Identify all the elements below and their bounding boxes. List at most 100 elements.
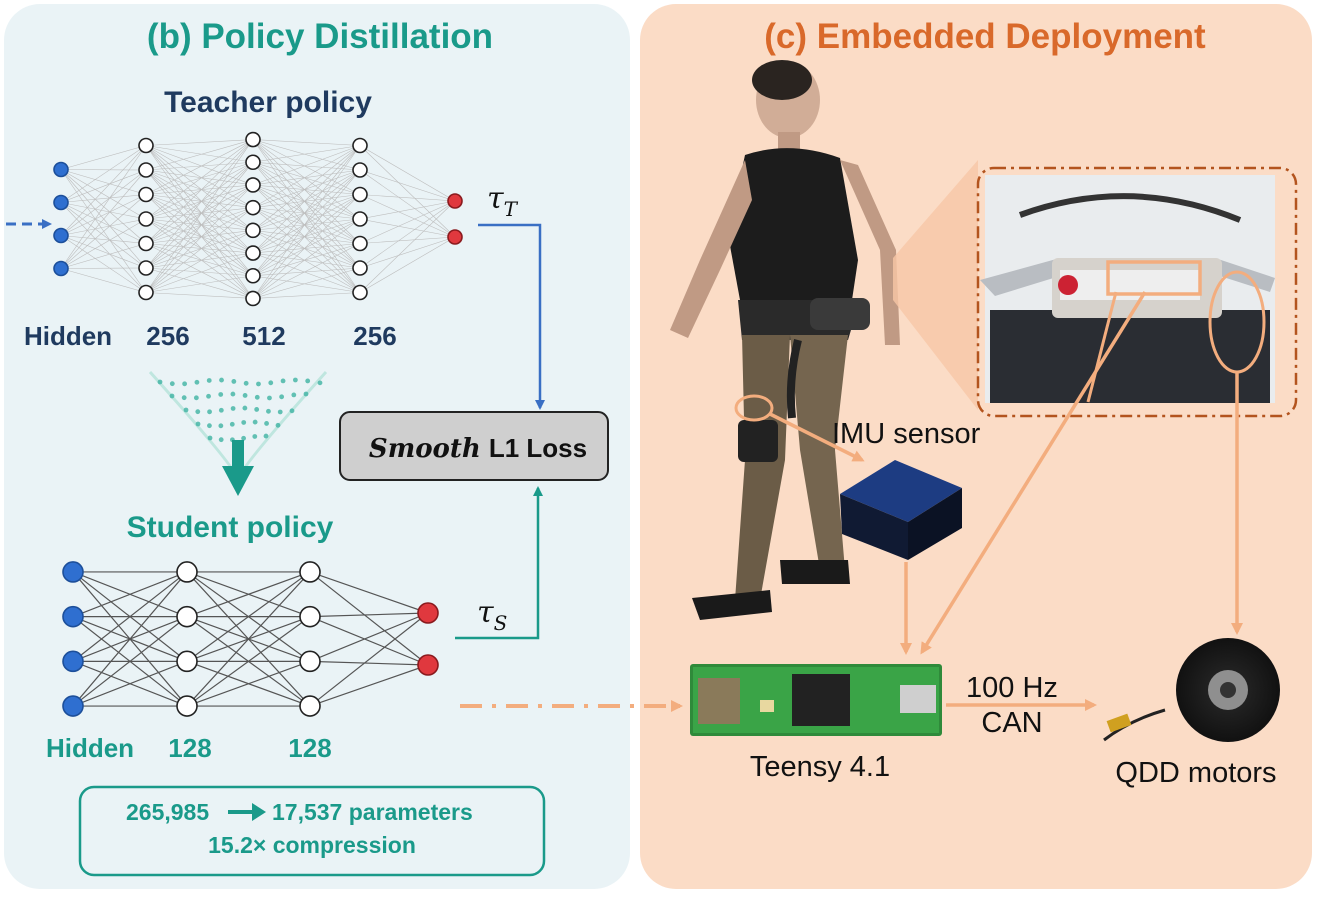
student-edge [309,571,429,666]
summary-compression: 15.2× compression [208,832,416,858]
funnel-dot [169,393,175,399]
teacher-edge [145,145,254,276]
panel-b-background [4,4,630,889]
student-edge [186,660,311,707]
student-node [299,695,321,717]
student-edge [72,571,188,618]
student-edge [309,616,429,666]
funnel-dot [218,392,224,397]
funnel-dot [195,421,201,427]
teacher-node [447,193,463,209]
teacher-layer-label-3: 256 [353,321,396,351]
teacher-node [245,290,261,307]
teacher-node [352,211,368,227]
teacher-edge [359,194,456,202]
teacher-edge [145,207,254,293]
teacher-edge [252,207,361,220]
teacher-edge [145,252,254,269]
imu-sensor-image [840,460,962,560]
teacher-edge [252,218,361,254]
funnel-dot [207,423,212,429]
funnel-dot [206,393,211,399]
teacher-edge [252,194,361,299]
teacher-node [53,194,69,211]
teacher-edge [60,194,147,236]
teacher-edge [145,145,254,163]
teacher-edge [359,169,456,202]
summary-to: 17,537 parameters [272,799,473,825]
teacher-edge [252,162,361,293]
teacher-edge [145,194,254,254]
teacher-edge [252,139,361,195]
teacher-edge [252,207,361,244]
exoskeleton-closeup-image [980,175,1275,403]
teacher-edge [60,202,147,244]
student-node [176,650,198,673]
funnel-dot [194,379,200,385]
teacher-edge [252,139,361,171]
teacher-edge [145,267,254,277]
student-layer-label-hidden: Hidden [46,733,134,763]
teacher-edge [359,236,456,269]
summary-from: 265,985 [126,799,209,825]
teacher-edge [145,218,254,299]
teacher-edge [252,169,361,254]
teacher-edge [60,169,147,203]
student-node [299,650,321,673]
student-node [299,605,321,628]
teacher-edge [145,218,254,277]
teacher-edge [60,235,147,269]
summary-arrow-icon [228,803,266,821]
funnel-dot [207,409,212,415]
teacher-edge [145,207,254,269]
teacher-edge [145,145,254,186]
teacher-edge [145,139,254,146]
teacher-edge [252,218,361,277]
teacher-edge [145,139,254,171]
teacher-node [245,154,261,171]
teacher-edge [145,230,254,269]
teacher-edge [60,194,147,203]
teacher-edge [145,184,254,244]
teacher-edge [60,169,147,171]
teacher-edge [252,161,361,220]
teacher-edge [252,145,361,254]
teacher-edge [60,194,147,269]
funnel-dot [206,378,212,383]
teacher-edge [145,139,254,293]
teacher-network [53,131,463,307]
teacher-edge [359,200,456,220]
teacher-edge [252,145,361,186]
qdd-motor-image [1103,638,1280,742]
teacher-edge [252,162,361,269]
funnel-dot [264,421,269,426]
teacher-edge [60,268,147,293]
teacher-edge [145,194,254,231]
teacher-node [138,137,154,154]
student-edge [309,571,429,614]
teacher-edge [359,200,456,293]
can-rate-label: 100 Hz [966,672,1058,704]
funnel-dot [267,395,272,401]
teacher-edge [252,169,361,299]
teacher-edge [359,236,456,244]
teacher-edge [145,162,254,269]
teacher-edge [252,145,361,299]
teacher-edge [145,275,254,293]
imu-label: IMU sensor [832,418,981,450]
teacher-edge [145,184,254,195]
teacher-edge [60,218,147,269]
teacher-edge [252,169,361,231]
teacher-node [53,161,69,178]
funnel-dot [182,381,188,387]
student-edge [309,612,429,618]
funnel-dot [317,380,323,386]
motor-label: QDD motors [1115,757,1276,789]
closeup-to-imu-line [1086,291,1118,403]
teacher-edge [252,275,361,293]
teacher-edge [60,145,147,269]
teacher-edge [145,207,254,220]
funnel-dot [218,407,224,413]
teacher-edge [252,292,361,299]
teacher-edge [60,243,147,269]
